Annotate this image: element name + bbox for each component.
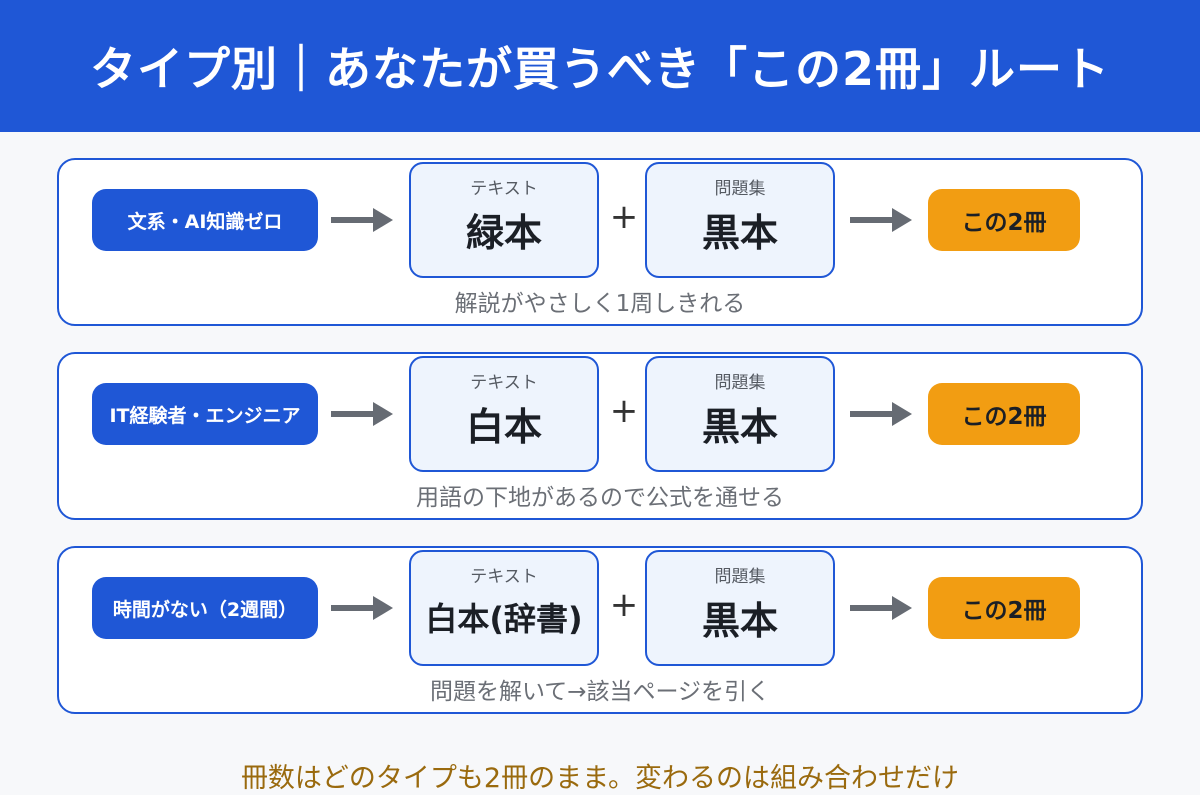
header-banner: タイプ別｜あなたが買うべき「この2冊」ルート [0, 0, 1200, 132]
type-label: 時間がない（2週間） [92, 577, 318, 639]
arrow-right-icon [331, 595, 393, 621]
textbook-category: テキスト [470, 179, 538, 199]
route-card: IT経験者・エンジニア テキスト 白本 + 問題集 黒本 この2冊 用語の下地が… [57, 352, 1143, 520]
textbook-box: テキスト 白本(辞書) [409, 550, 599, 666]
workbook-title: 黒本 [701, 211, 778, 255]
result-badge: この2冊 [928, 189, 1080, 251]
result-badge: この2冊 [928, 383, 1080, 445]
arrow-right-icon [331, 401, 393, 427]
route-card: 時間がない（2週間） テキスト 白本(辞書) + 問題集 黒本 この2冊 問題を… [57, 546, 1143, 714]
textbook-title: 白本 [465, 405, 542, 449]
plus-sign: + [609, 391, 639, 431]
workbook-box: 問題集 黒本 [645, 356, 835, 472]
route-note: 解説がやさしく1周しきれる [454, 291, 746, 317]
workbook-category: 問題集 [714, 373, 766, 393]
workbook-box: 問題集 黒本 [645, 550, 835, 666]
textbook-box: テキスト 白本 [409, 356, 599, 472]
textbook-title: 緑本 [465, 211, 542, 255]
type-label: IT経験者・エンジニア [92, 383, 318, 445]
arrow-right-icon [850, 595, 912, 621]
textbook-category: テキスト [470, 373, 538, 393]
route-note: 問題を解いて→該当ページを引く [429, 679, 771, 705]
workbook-category: 問題集 [714, 567, 766, 587]
result-badge: この2冊 [928, 577, 1080, 639]
footer-note: 冊数はどのタイプも2冊のまま。変わるのは組み合わせだけ [240, 763, 960, 794]
page-title: タイプ別｜あなたが買うべき「この2冊」ルート [89, 42, 1110, 96]
route-note: 用語の下地があるので公式を通せる [416, 485, 784, 511]
arrow-right-icon [850, 207, 912, 233]
arrow-right-icon [331, 207, 393, 233]
route-card: 文系・AI知識ゼロ テキスト 緑本 + 問題集 黒本 この2冊 解説がやさしく1… [57, 158, 1143, 326]
textbook-title: 白本(辞書) [425, 600, 583, 638]
textbook-box: テキスト 緑本 [409, 162, 599, 278]
plus-sign: + [609, 585, 639, 625]
workbook-box: 問題集 黒本 [645, 162, 835, 278]
arrow-right-icon [850, 401, 912, 427]
textbook-category: テキスト [470, 567, 538, 587]
workbook-title: 黒本 [701, 405, 778, 449]
type-label: 文系・AI知識ゼロ [92, 189, 318, 251]
plus-sign: + [609, 197, 639, 237]
workbook-title: 黒本 [701, 599, 778, 643]
workbook-category: 問題集 [714, 179, 766, 199]
